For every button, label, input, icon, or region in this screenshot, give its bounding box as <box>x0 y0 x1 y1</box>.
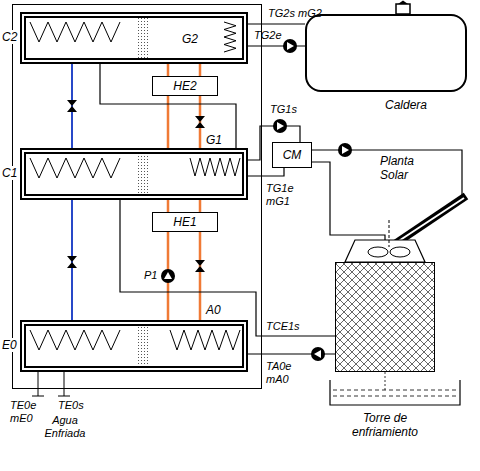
node-label: HE1 <box>173 215 196 229</box>
signal-label: mE0 <box>10 412 33 425</box>
signal-label: mG2 <box>298 7 322 20</box>
signal-label: TG1e <box>266 182 294 195</box>
pump-symbol <box>338 143 352 157</box>
valve-symbol <box>67 100 77 112</box>
node-label: Torre de enfriamiento <box>329 411 441 439</box>
signal-label: P1 <box>144 269 157 282</box>
fan-shaft <box>389 220 390 247</box>
vessel-box: C1G1 <box>20 148 248 200</box>
valve-symbol <box>195 260 205 272</box>
pipe-connector <box>168 64 200 76</box>
node-label: E0 <box>1 338 18 352</box>
coil-symbol <box>190 158 240 176</box>
coil-symbol <box>30 22 120 42</box>
pipe-connector <box>312 150 370 235</box>
signal-label: TE0s <box>58 399 84 412</box>
signal-label: TG1s <box>270 103 297 116</box>
node-label: G1 <box>206 133 222 147</box>
separator-mesh <box>138 326 148 366</box>
tower-basin <box>330 380 460 405</box>
pipe-connector <box>100 64 236 148</box>
node-label: C2 <box>1 30 18 44</box>
node-label: Planta Solar <box>380 154 442 182</box>
signal-label: TA0e <box>266 360 291 373</box>
water-drip <box>385 372 386 390</box>
signal-label: mG1 <box>266 195 290 208</box>
coil-symbol <box>30 330 120 350</box>
valve-symbol <box>67 256 77 268</box>
signal-label: TCE1s <box>266 320 300 333</box>
pump-symbol <box>161 269 175 283</box>
cooling-tower: Torre de enfriamiento <box>335 262 435 372</box>
node-label: CM <box>283 148 302 162</box>
signal-label: TE0e <box>10 399 36 412</box>
node-label: HE2 <box>173 79 196 93</box>
pipe-connector <box>120 200 335 336</box>
signal-label: TG2s <box>268 7 295 20</box>
separator-mesh <box>138 154 148 194</box>
mixer-box: CM <box>272 142 312 168</box>
node-label: Caldera <box>385 98 427 112</box>
chimney <box>396 4 410 14</box>
basin-water <box>333 390 457 396</box>
pump-symbol <box>311 347 325 361</box>
pump-symbol <box>283 39 297 53</box>
solar-plant: Planta Solar <box>370 140 470 260</box>
pipe-connector <box>168 200 200 212</box>
coil-symbol <box>170 330 240 350</box>
tower-hood <box>345 240 425 262</box>
pump-symbol <box>273 119 287 133</box>
pipe-connector <box>248 24 305 46</box>
boiler-shape: Caldera <box>305 14 467 92</box>
node-label: A0 <box>206 303 221 317</box>
node-label: C1 <box>1 166 18 180</box>
valve-symbol <box>195 116 205 128</box>
separator-mesh <box>138 18 148 58</box>
machine-housing <box>13 5 262 389</box>
vessel-box: E0A0 <box>20 320 248 372</box>
signal-label: TG2e <box>254 29 282 42</box>
fan-blade <box>368 247 388 257</box>
vessel-box: C2G2 <box>20 12 248 64</box>
heat-exchanger-box: HE2 <box>152 76 218 96</box>
heater-coil <box>224 22 236 52</box>
exhaust-arrow <box>398 1 408 5</box>
node-label: G2 <box>182 32 198 46</box>
coil-group <box>30 22 240 350</box>
tower-fill <box>336 263 434 371</box>
solar-pipe <box>370 150 462 250</box>
signal-label: mA0 <box>266 373 289 386</box>
fan-blade <box>390 247 410 257</box>
coil-symbol <box>30 158 120 178</box>
heat-exchanger-box: HE1 <box>152 212 218 232</box>
chilled-water-pipe <box>32 372 70 396</box>
signal-label: Agua Enfriada <box>38 414 92 440</box>
